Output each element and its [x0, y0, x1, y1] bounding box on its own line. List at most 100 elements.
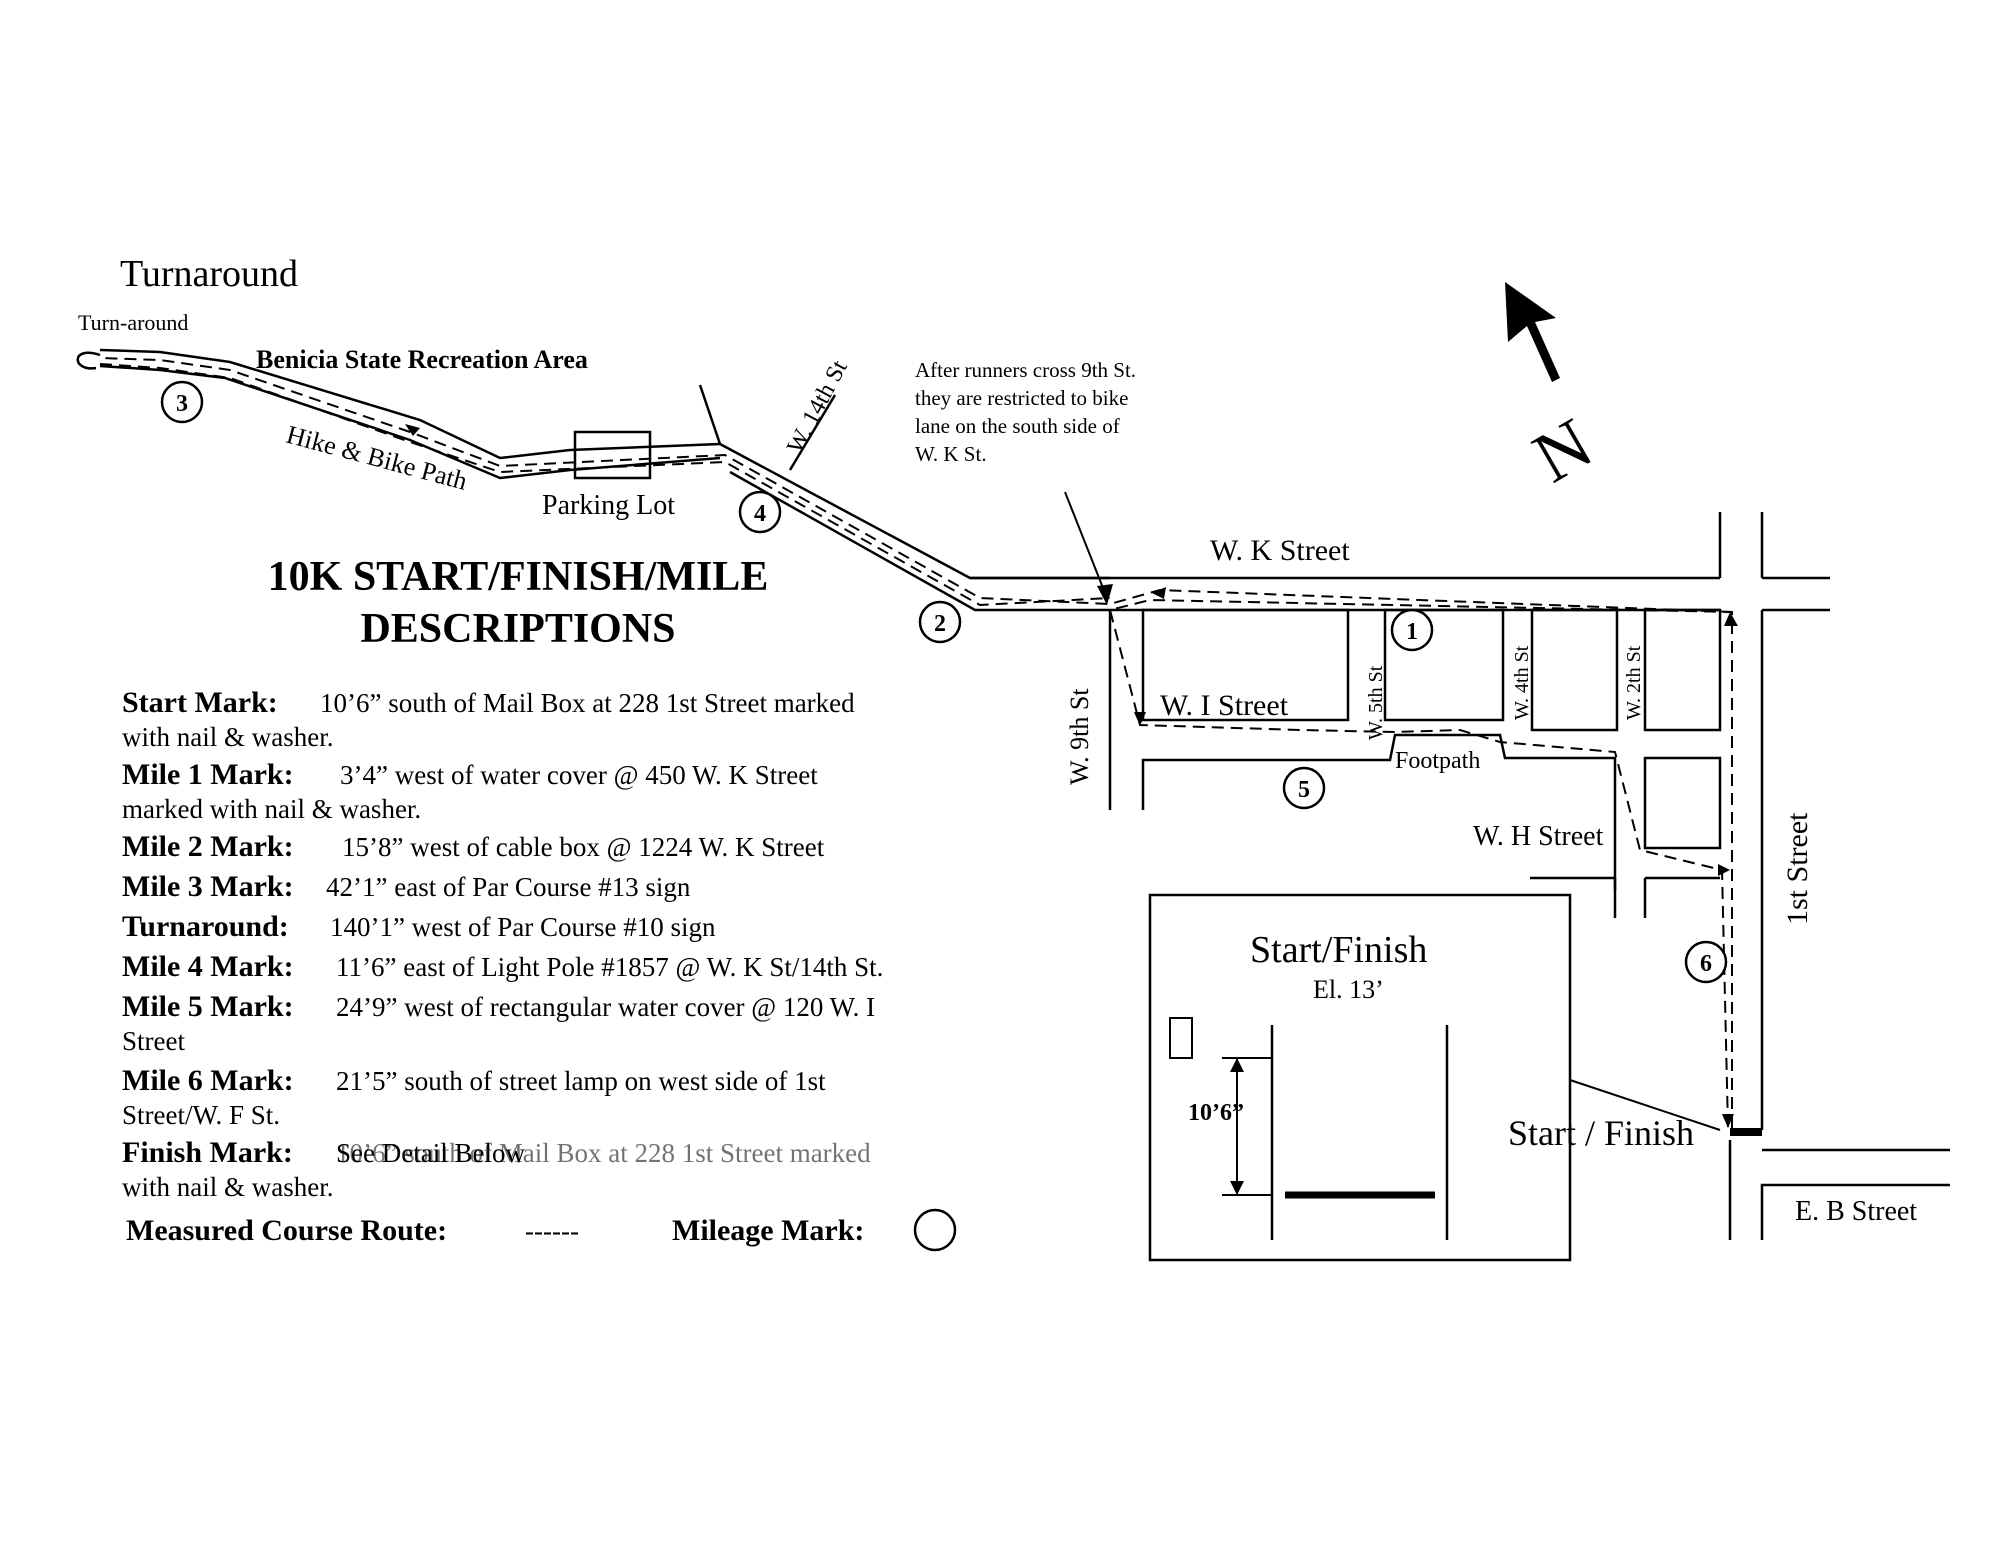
block-4th-2th — [1530, 608, 1619, 732]
north-arrow-icon — [1505, 282, 1560, 382]
hike-bike-path — [99, 348, 721, 460]
mailbox-icon — [1169, 1017, 1193, 1059]
svg-text:Measured Course Route:: Measured Course Route: — [126, 1214, 447, 1247]
svg-text:42’1” east of Par Course #13 s: 42’1” east of Par Course #13 sign — [326, 872, 691, 902]
park-name-label: Benicia State Recreation Area — [256, 345, 588, 374]
start-mark-description: Start Mark: 10’6” south of Mail Box at 2… — [122, 686, 855, 752]
descriptions-title-line-1: 10K START/FINISH/MILE — [268, 554, 769, 600]
mile-4-description: Mile 4 Mark: 11’6” east of Light Pole #1… — [122, 950, 883, 983]
block-2th-1st — [1643, 608, 1722, 732]
w14-street-east-edge — [788, 394, 837, 471]
eb-street-south-edge — [1760, 1183, 1950, 1240]
note-arrow-head — [1097, 584, 1113, 605]
svg-text:3’4” west of water cover @ 450: 3’4” west of water cover @ 450 W. K Stre… — [340, 760, 818, 790]
finish-mark-description: Finish Mark: 10’6” south of Mail Box at … — [122, 1136, 871, 1202]
start-finish-detail-box — [1148, 893, 1572, 1262]
svg-text:Mile 5 Mark:: Mile 5 Mark: — [122, 990, 294, 1023]
legend-mileage-circle-icon — [913, 1208, 957, 1252]
note-arrow-line — [1064, 491, 1108, 599]
note-line-4: W. K St. — [915, 442, 987, 466]
svg-text:2: 2 — [934, 611, 946, 637]
svg-text:Mile 3 Mark:: Mile 3 Mark: — [122, 870, 294, 903]
detail-title: Start/Finish — [1250, 929, 1427, 971]
svg-text:21’5” south of street lamp on: 21’5” south of street lamp on west side … — [336, 1066, 826, 1096]
svg-text:------: ------ — [525, 1216, 579, 1246]
detail-distance-label: 10’6” — [1188, 1100, 1244, 1126]
mile-2-description: Mile 2 Mark: 15’8” west of cable box @ 1… — [122, 830, 825, 863]
note-line-3: lane on the south side of — [915, 414, 1120, 438]
svg-text:Mileage Mark:: Mileage Mark: — [672, 1214, 864, 1247]
mile-1-description: Mile 1 Mark: 3’4” west of water cover @ … — [122, 758, 818, 824]
route-arrow-6 — [1722, 1114, 1734, 1128]
detail-pointer-line — [1569, 1079, 1721, 1131]
svg-text:with nail & washer.: with nail & washer. — [122, 722, 333, 752]
route-arrow-5 — [1718, 864, 1730, 876]
turnaround-heading: Turnaround — [120, 253, 298, 295]
wh-street-label: W. H Street — [1473, 821, 1604, 852]
route-arrow-3 — [1134, 712, 1146, 726]
footpath-label: Footpath — [1395, 748, 1480, 774]
note-line-2: they are restricted to bike — [915, 386, 1128, 410]
w2-street-label: W. 2th St — [1623, 645, 1645, 720]
mile-mark-5: 5 — [1282, 766, 1326, 810]
mile-mark-3: 3 — [160, 380, 204, 424]
block-wh-north — [1643, 756, 1722, 850]
svg-text:4: 4 — [754, 501, 766, 527]
svg-text:11’6” east of Light Pole #1857: 11’6” east of Light Pole #1857 @ W. K St… — [336, 952, 883, 982]
mile-3-description: Mile 3 Mark: 42’1” east of Par Course #1… — [122, 870, 691, 903]
svg-text:Mile 6 Mark:: Mile 6 Mark: — [122, 1064, 294, 1097]
route-arrow-4 — [1724, 612, 1738, 626]
svg-text:Street: Street — [122, 1026, 185, 1056]
mile-mark-2: 2 — [918, 600, 962, 644]
course-route-return — [99, 363, 1111, 607]
svg-text:Mile 1 Mark:: Mile 1 Mark: — [122, 758, 294, 791]
svg-text:10’6” south of Mail Box at 228: 10’6” south of Mail Box at 228 1st Stree… — [336, 1138, 871, 1168]
svg-text:5: 5 — [1298, 777, 1310, 803]
svg-text:with nail & washer.: with nail & washer. — [122, 1172, 333, 1202]
svg-text:1: 1 — [1406, 619, 1418, 645]
wk-street-label: W. K Street — [1210, 534, 1350, 567]
svg-text:Finish Mark:: Finish Mark: — [122, 1136, 293, 1169]
svg-text:Mile 2 Mark:: Mile 2 Mark: — [122, 830, 294, 863]
route-arrow-1 — [1152, 587, 1166, 599]
hike-bike-path-edge — [99, 364, 721, 480]
svg-text:10’6” south of Mail Box at 228: 10’6” south of Mail Box at 228 1st Stree… — [320, 688, 855, 718]
w9-street-label: W. 9th St — [1065, 688, 1094, 785]
w5-street-label: W. 5th St — [1365, 665, 1387, 740]
parking-lot — [573, 430, 652, 480]
eb-street-label: E. B Street — [1795, 1196, 1917, 1227]
descriptions-title-line-2: DESCRIPTIONS — [360, 606, 675, 652]
block-5th-4th — [1383, 608, 1505, 722]
course-route-k-street — [99, 357, 1733, 613]
detail-elevation: El. 13’ — [1313, 975, 1384, 1004]
svg-text:See Detail Below: See Detail Below — [336, 1138, 525, 1168]
turnaround-loop — [76, 351, 101, 370]
svg-text:Turnaround:: Turnaround: — [122, 910, 289, 943]
detail-dimension-arrow-top — [1230, 1058, 1244, 1072]
detail-dimension-arrow-bottom — [1230, 1181, 1244, 1195]
wi-street-south-edge — [1141, 733, 1617, 890]
mile-mark-4: 4 — [738, 490, 782, 534]
turnaround-small-label: Turn-around — [78, 310, 188, 335]
mile-6-description: Mile 6 Mark: 21’5” south of street lamp … — [122, 1064, 826, 1130]
wi-street-label: W. I Street — [1160, 689, 1289, 722]
svg-text:Street/W. F St.: Street/W. F St. — [122, 1100, 280, 1130]
svg-text:15’8” west of cable box @ 1224: 15’8” west of cable box @ 1224 W. K Stre… — [342, 832, 825, 862]
svg-text:3: 3 — [176, 391, 188, 417]
w4-street-label: W. 4th St — [1511, 645, 1533, 720]
svg-text:6: 6 — [1700, 951, 1712, 977]
legend: Measured Course Route: ------ Mileage Ma… — [126, 1208, 957, 1252]
mile-mark-6: 6 — [1684, 940, 1728, 984]
start-finish-label: Start / Finish — [1508, 1113, 1694, 1153]
north-label: N — [1520, 403, 1605, 498]
svg-text:marked with nail & washer.: marked with nail & washer. — [122, 794, 421, 824]
svg-text:Start Mark:: Start Mark: — [122, 686, 278, 719]
first-street-label: 1st Street — [1781, 812, 1814, 925]
turnaround-description: Turnaround: 140’1” west of Par Course #1… — [122, 910, 716, 943]
svg-text:Mile 4 Mark:: Mile 4 Mark: — [122, 950, 294, 983]
block-wi-west — [1141, 608, 1350, 722]
route-arrow-2 — [405, 424, 420, 436]
svg-text:24’9” west of rectangular wate: 24’9” west of rectangular water cover @ … — [336, 992, 875, 1022]
mile-5-description: Mile 5 Mark: 24’9” west of rectangular w… — [122, 990, 875, 1056]
